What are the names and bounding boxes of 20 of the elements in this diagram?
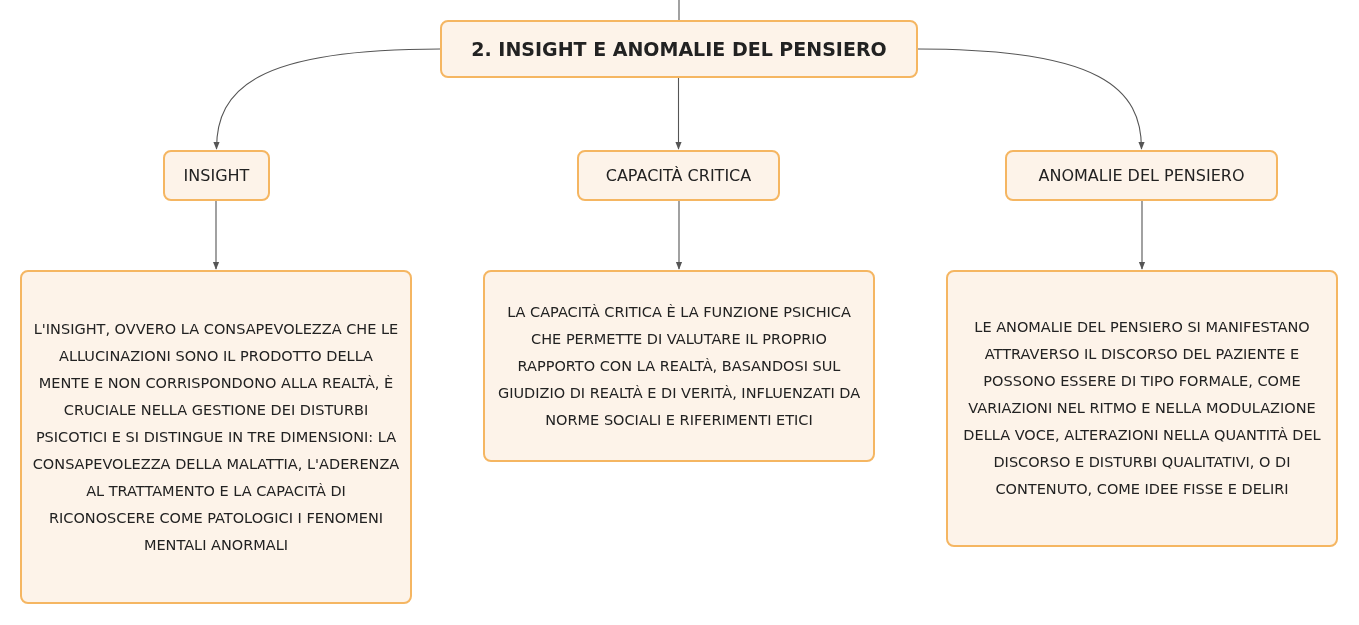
connector-arrow xyxy=(675,77,682,150)
node-text: CAPACITÀ CRITICA xyxy=(605,165,752,186)
connector-arrow xyxy=(1138,200,1146,270)
description-box xyxy=(483,270,875,462)
topic-box xyxy=(577,150,780,201)
topic-box xyxy=(1005,150,1278,201)
description-box xyxy=(946,270,1338,547)
connector-arrow xyxy=(212,200,220,270)
node-text: INSIGHT xyxy=(183,165,250,186)
node-text: LE ANOMALIE DEL PENSIERO SI MANIFESTANO ATTRAVERSO IL DISCORSO DEL PAZIENTE E POSSONO ESSERE DI TIPO FORMALE, COME VARIAZIONI NEL RITMO E NELLA MODULAZIONE DELLA VOCE, ALTERAZIONI NELLA QUANTITÀ DEL DISCORSO E DISTURBI QUALITATIVI, O DI CONTENUTO, COME IDEE FISSE E DELIRI xyxy=(962,318,1322,499)
node-text: 2. INSIGHT E ANOMALIE DEL PENSIERO xyxy=(471,37,887,61)
topic-box xyxy=(163,150,270,201)
node-text: LA CAPACITÀ CRITICA È LA FUNZIONE PSICHICA CHE PERMETTE DI VALUTARE IL PROPRIO RAPPORTO CON LA REALTÀ, BASANDOSI SUL GIUDIZIO DI REALTÀ E DI VERITÀ, INFLUENZATI DA NORME SOCIALI E RIFERIMENTI ETICI xyxy=(496,302,862,430)
description-box xyxy=(20,270,412,604)
node-text: ANOMALIE DEL PENSIERO xyxy=(1038,165,1245,186)
title-box xyxy=(440,20,918,78)
connector-arrow xyxy=(917,48,1145,150)
connector-arrow xyxy=(213,48,441,150)
connector-arrow xyxy=(675,200,683,270)
node-text: L'INSIGHT, OVVERO LA CONSAPEVOLEZZA CHE LE ALLUCINAZIONI SONO IL PRODOTTO DELLA MENTE E NON CORRISPONDONO ALLA REALTÀ, È CRUCIALE NELLA GESTIONE DEI DISTURBI PSICOTICI E SI DISTINGUE IN TRE DIMENSIONI: LA CONSAPEVOLEZZA DELLA MALATTIA, L'ADERENZA AL TRATTAMENTO E LA CAPACITÀ DI RICONOSCERE COME PATOLOGICI I FENOMENI MENTALI ANORMALI xyxy=(32,319,400,555)
